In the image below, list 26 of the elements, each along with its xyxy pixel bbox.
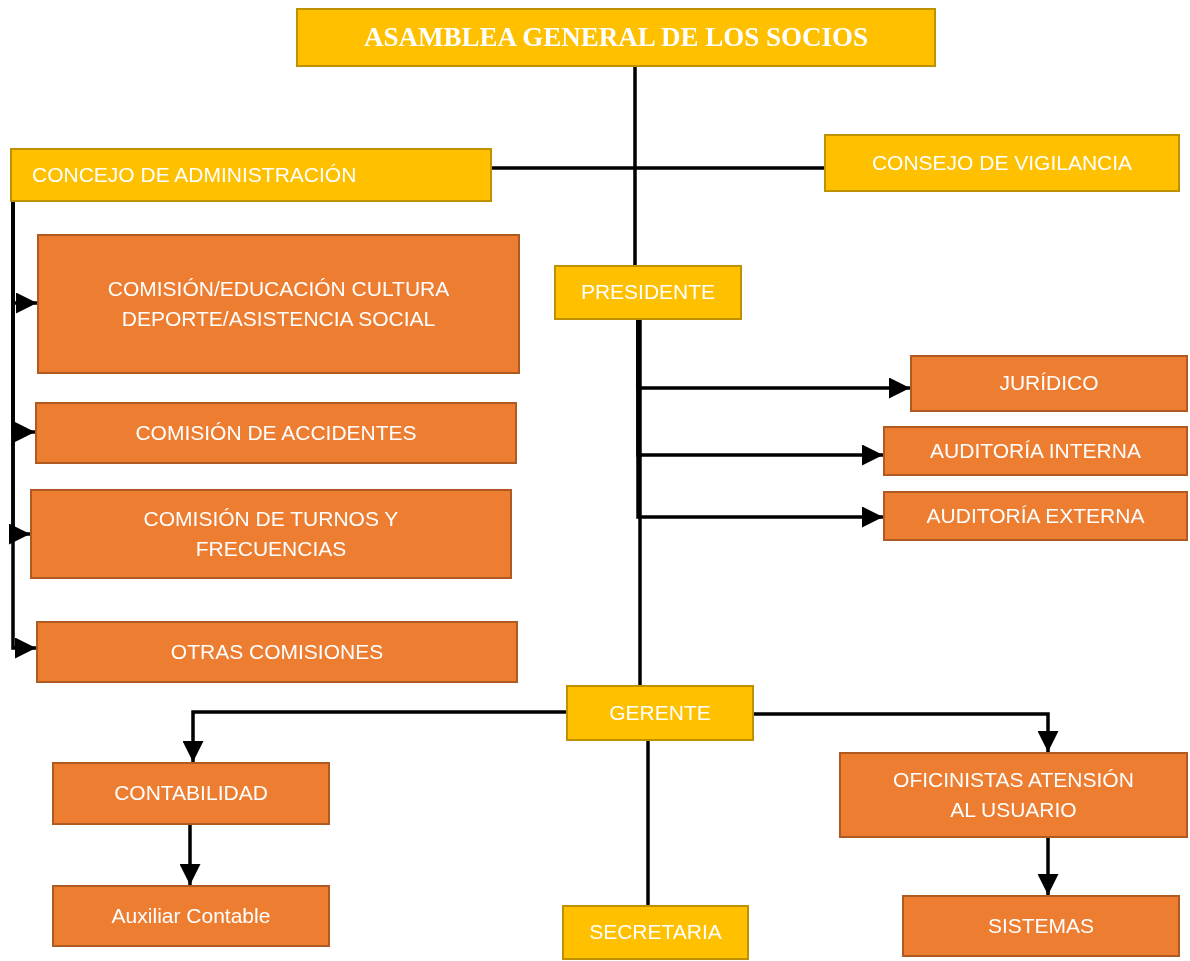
unit-box: COMISIÓN DE ACCIDENTES [35,402,517,464]
unit-box: Auxiliar Contable [52,885,330,947]
position-box: CONSEJO DE VIGILANCIA [824,134,1180,192]
position-box: PRESIDENTE [554,265,742,320]
unit-box: COMISIÓN/EDUCACIÓN CULTURA DEPORTE/ASISTENCIA SOCIAL [37,234,520,374]
position-box: CONCEJO DE ADMINISTRACIÓN [10,148,492,202]
arrow [1037,838,1059,895]
position-box: ASAMBLEA GENERAL DE LOS SOCIOS [296,8,936,67]
position-box: SECRETARIA [562,905,749,960]
connector-line [638,320,642,685]
arrow [182,710,566,762]
position-box: GERENTE [566,685,754,741]
unit-box: AUDITORÍA INTERNA [883,426,1188,476]
connector-line [646,741,650,905]
connector-line [633,67,637,265]
unit-box: OFICINISTAS ATENSIÓN AL USUARIO [839,752,1188,838]
arrow [754,712,1059,752]
unit-box: OTRAS COMISIONES [36,621,518,683]
unit-box: COMISIÓN DE TURNOS Y FRECUENCIAS [30,489,512,579]
unit-box: JURÍDICO [910,355,1188,412]
unit-box: CONTABILIDAD [52,762,330,825]
connector-line [492,166,824,170]
arrow [179,825,201,885]
unit-box: SISTEMAS [902,895,1180,957]
arrow [636,320,883,528]
unit-box: AUDITORÍA EXTERNA [883,491,1188,541]
